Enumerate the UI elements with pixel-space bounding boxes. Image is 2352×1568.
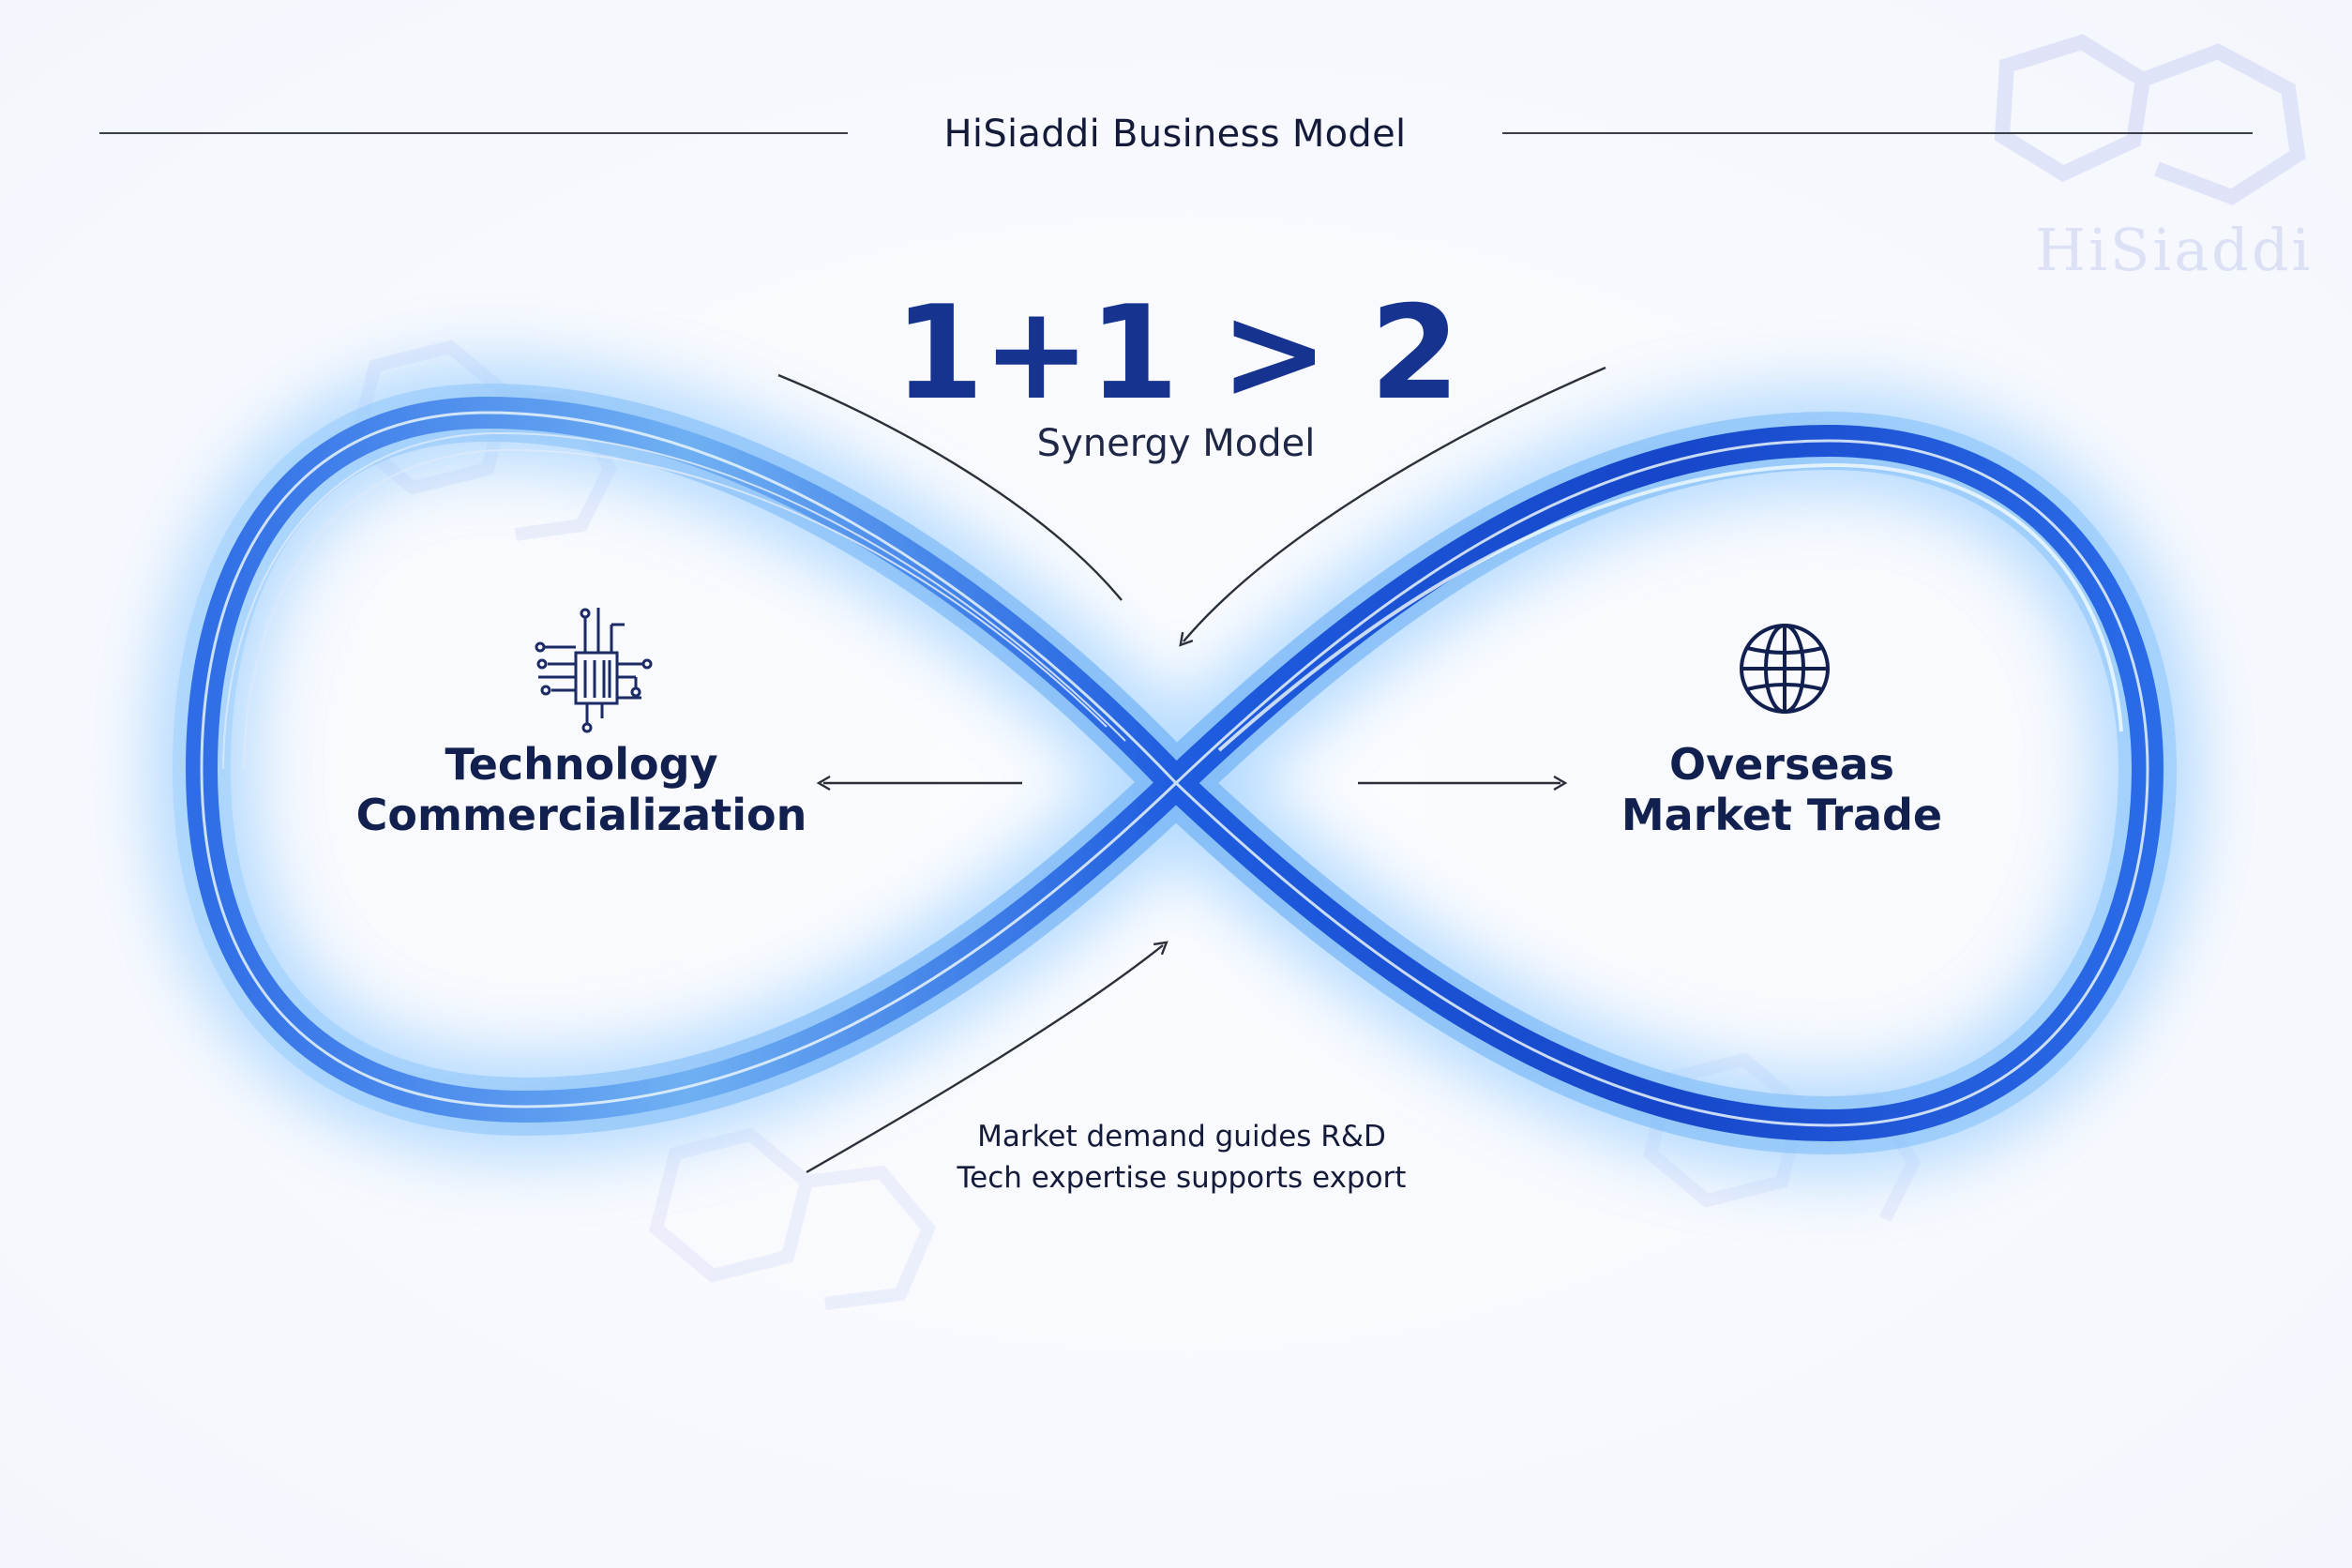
header-divider-right xyxy=(1502,132,2253,134)
arrow-bottom-curve xyxy=(806,941,1168,1174)
node-right-line2: Market Trade xyxy=(1621,790,1943,840)
node-left-line1: Technology xyxy=(445,739,718,790)
circuit-chip-icon xyxy=(535,608,653,733)
watermark-logo-bottom xyxy=(649,1127,937,1310)
globe-icon xyxy=(1740,624,1830,714)
header-divider-left xyxy=(99,132,848,134)
node-technology-commercialization: Technology Commercialization xyxy=(338,739,825,840)
synergy-subtitle: Synergy Model xyxy=(1036,422,1316,465)
watermark-logo-top-right xyxy=(1994,34,2306,205)
node-right-line1: Overseas xyxy=(1669,739,1894,790)
node-left-line2: Commercialization xyxy=(355,790,807,840)
watermark-brand: HiSiaddi xyxy=(2035,216,2314,284)
arrow-top-right-curve xyxy=(1179,366,1606,647)
arrows xyxy=(777,366,1606,1174)
synergy-formula: 1+1 > 2 xyxy=(894,278,1459,429)
arrow-top-left-curve xyxy=(777,373,1123,601)
infinity-ribbon xyxy=(172,383,2178,1155)
caption-line-2: Tech expertise supports export xyxy=(957,1161,1407,1195)
node-overseas-market-trade: Overseas Market Trade xyxy=(1557,739,2007,840)
page-title: HiSiaddi Business Model xyxy=(943,113,1407,156)
caption-line-1: Market demand guides R&D xyxy=(977,1120,1386,1153)
